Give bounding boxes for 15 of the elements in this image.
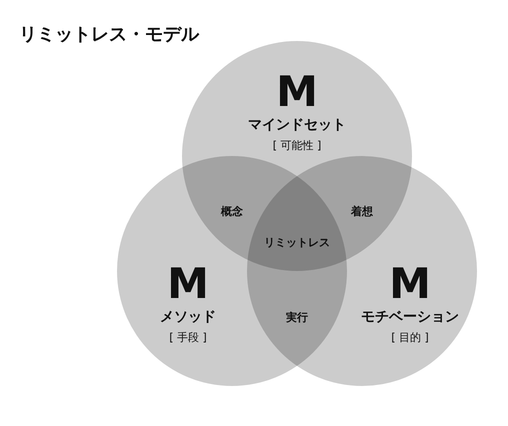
letter-heading: M (389, 262, 431, 306)
circle-title: モチベーション (361, 309, 459, 325)
circle-title: マインドセット (248, 117, 346, 133)
circle-subtitle: [ 目的 ] (391, 331, 429, 344)
circle-title: メソッド (160, 309, 216, 325)
title: リミットレス・モデル (19, 23, 199, 46)
circle-subtitle: [ 可能性 ] (272, 139, 322, 152)
letter-heading: M (276, 70, 318, 114)
region-label: 概念 (221, 205, 243, 218)
region-label: リミットレス (264, 236, 330, 249)
region-label: 着想 (351, 205, 373, 218)
letter-heading: M (167, 262, 209, 306)
venn-circle (247, 156, 477, 386)
circle-subtitle: [ 手段 ] (169, 331, 207, 344)
region-label: 実行 (286, 311, 308, 324)
